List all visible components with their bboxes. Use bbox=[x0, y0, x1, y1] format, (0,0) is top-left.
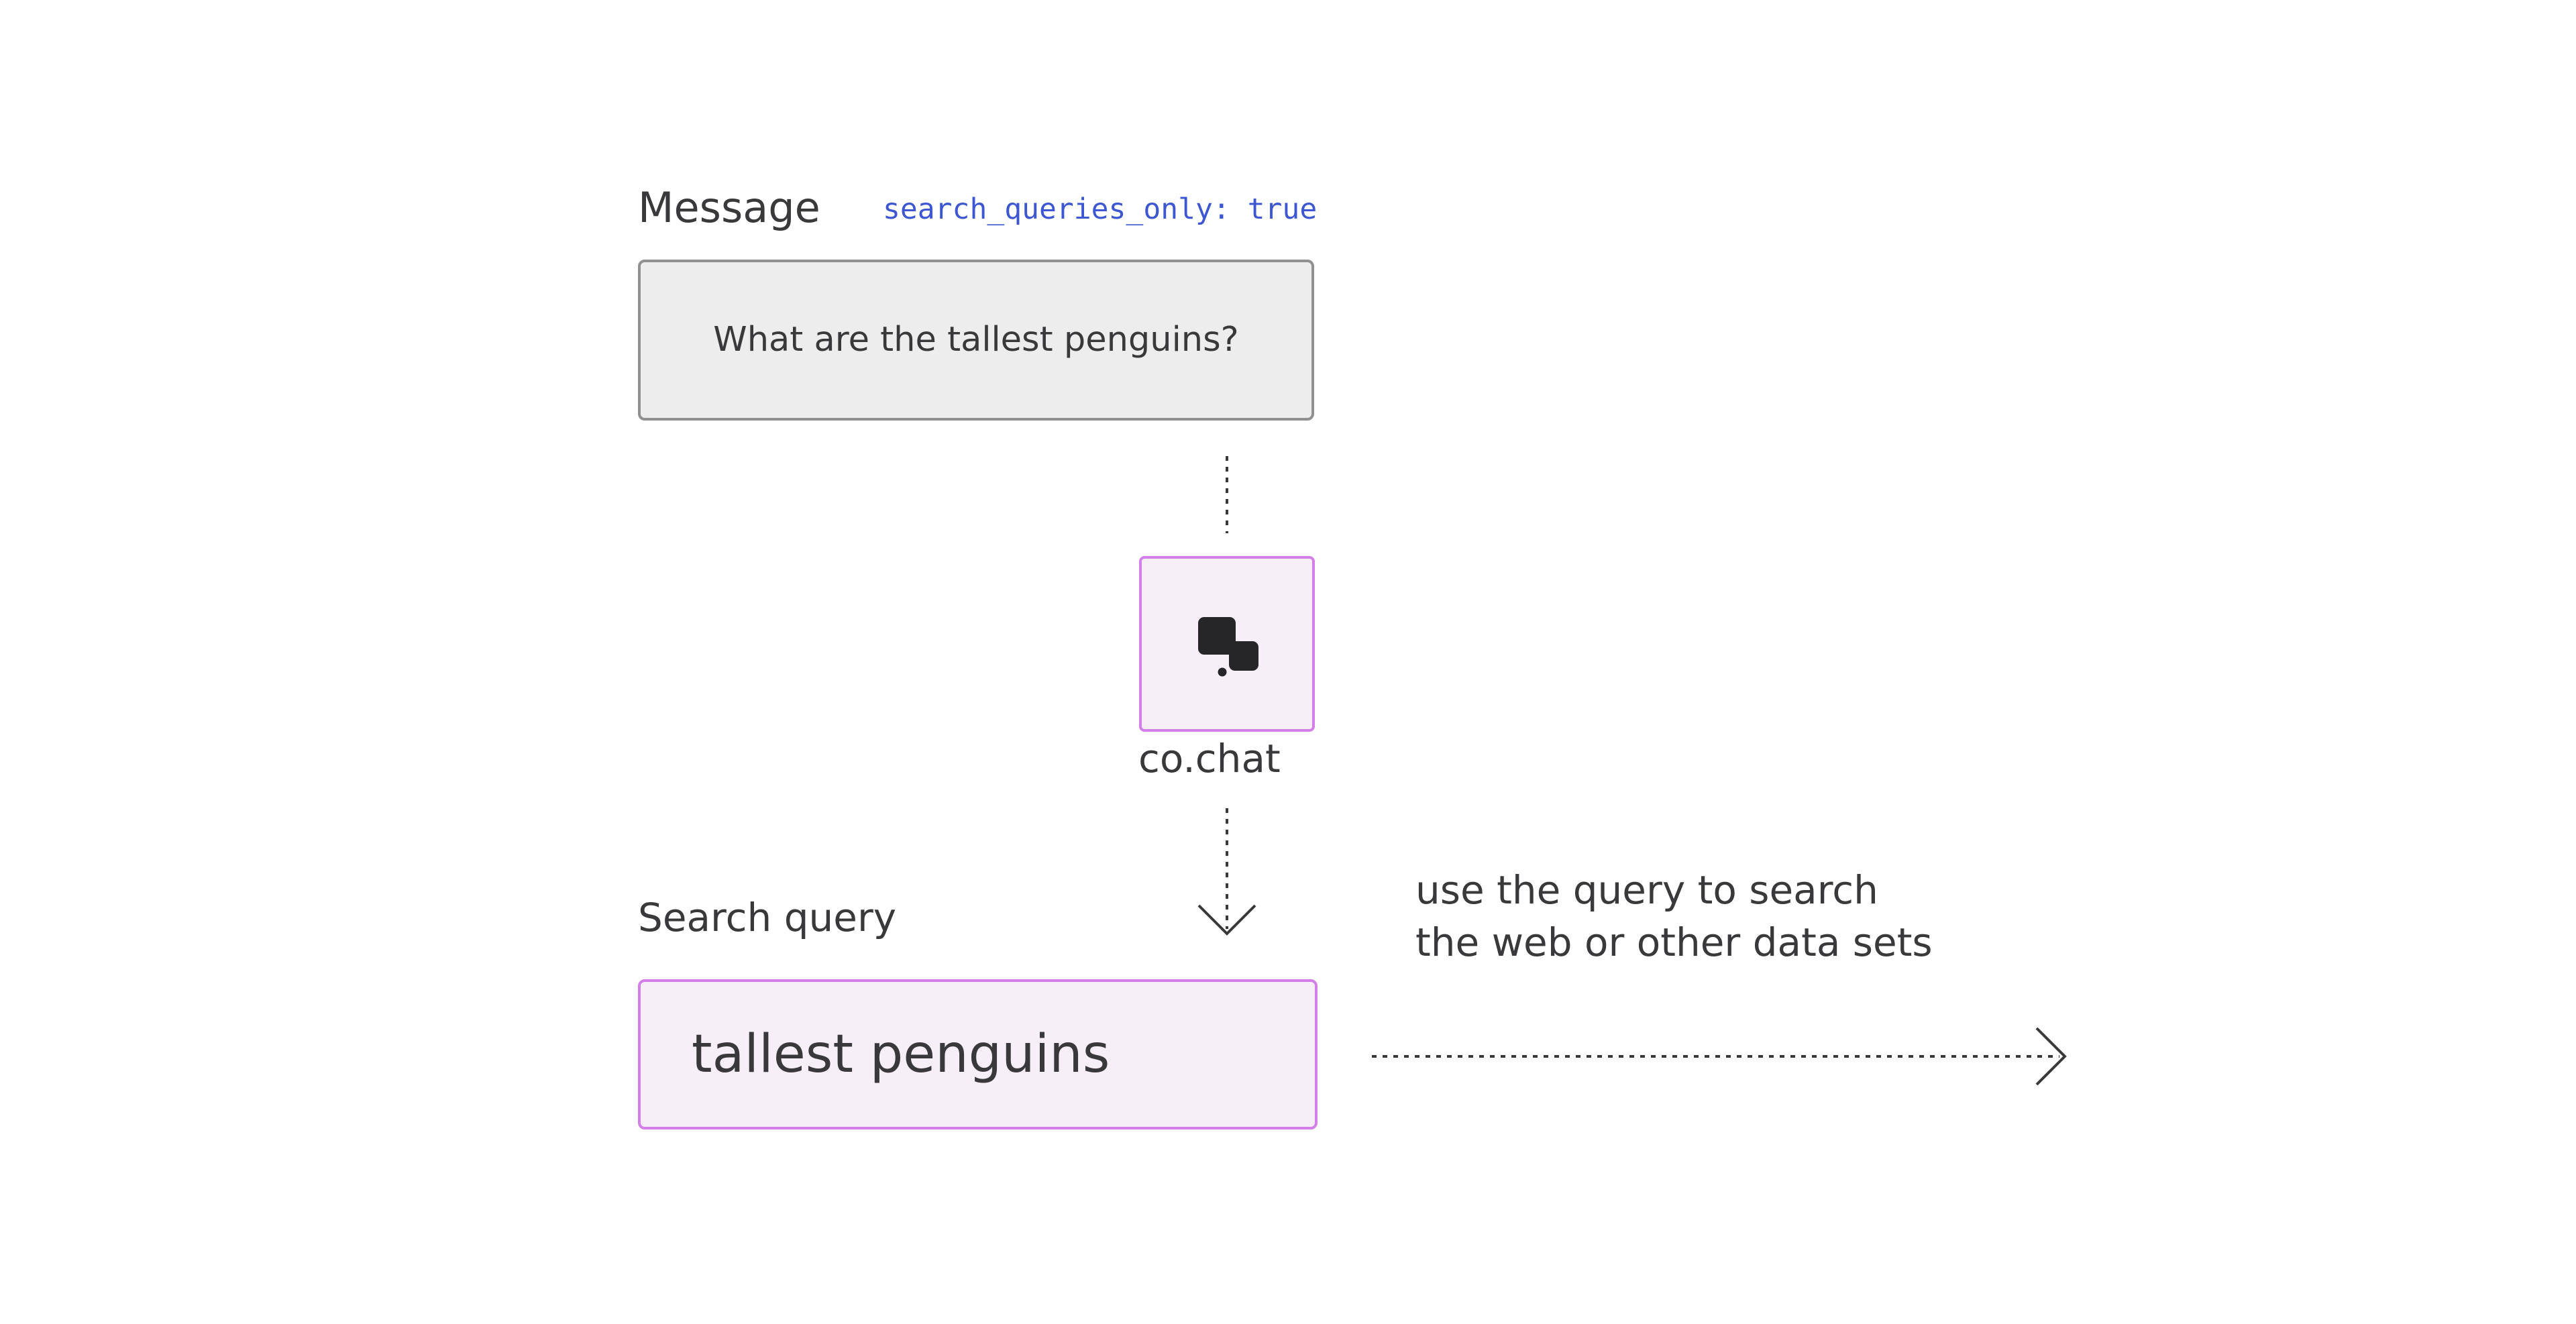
model-name: co.chat bbox=[1138, 736, 1281, 781]
right-arrowhead-icon bbox=[2035, 1027, 2067, 1086]
search-query-heading: Search query bbox=[638, 895, 897, 940]
search-queries-only-parameter: search_queries_only: true bbox=[883, 192, 1318, 226]
search-usage-note-line-1: use the query to search bbox=[1415, 867, 1878, 913]
message-text: What are the tallest penguins? bbox=[713, 320, 1239, 360]
message-heading: Message bbox=[638, 183, 820, 232]
down-arrowhead-icon bbox=[1197, 904, 1256, 936]
chat-bubbles-icon bbox=[1198, 617, 1258, 677]
search-usage-note-line-2: the web or other data sets bbox=[1415, 920, 1933, 965]
search-usage-note: use the query to search the web or other… bbox=[1415, 864, 1933, 969]
search-query-text: tallest penguins bbox=[692, 1024, 1110, 1085]
search-query-box: tallest penguins bbox=[638, 979, 1318, 1129]
model-node bbox=[1139, 556, 1315, 732]
message-box: What are the tallest penguins? bbox=[638, 260, 1314, 421]
